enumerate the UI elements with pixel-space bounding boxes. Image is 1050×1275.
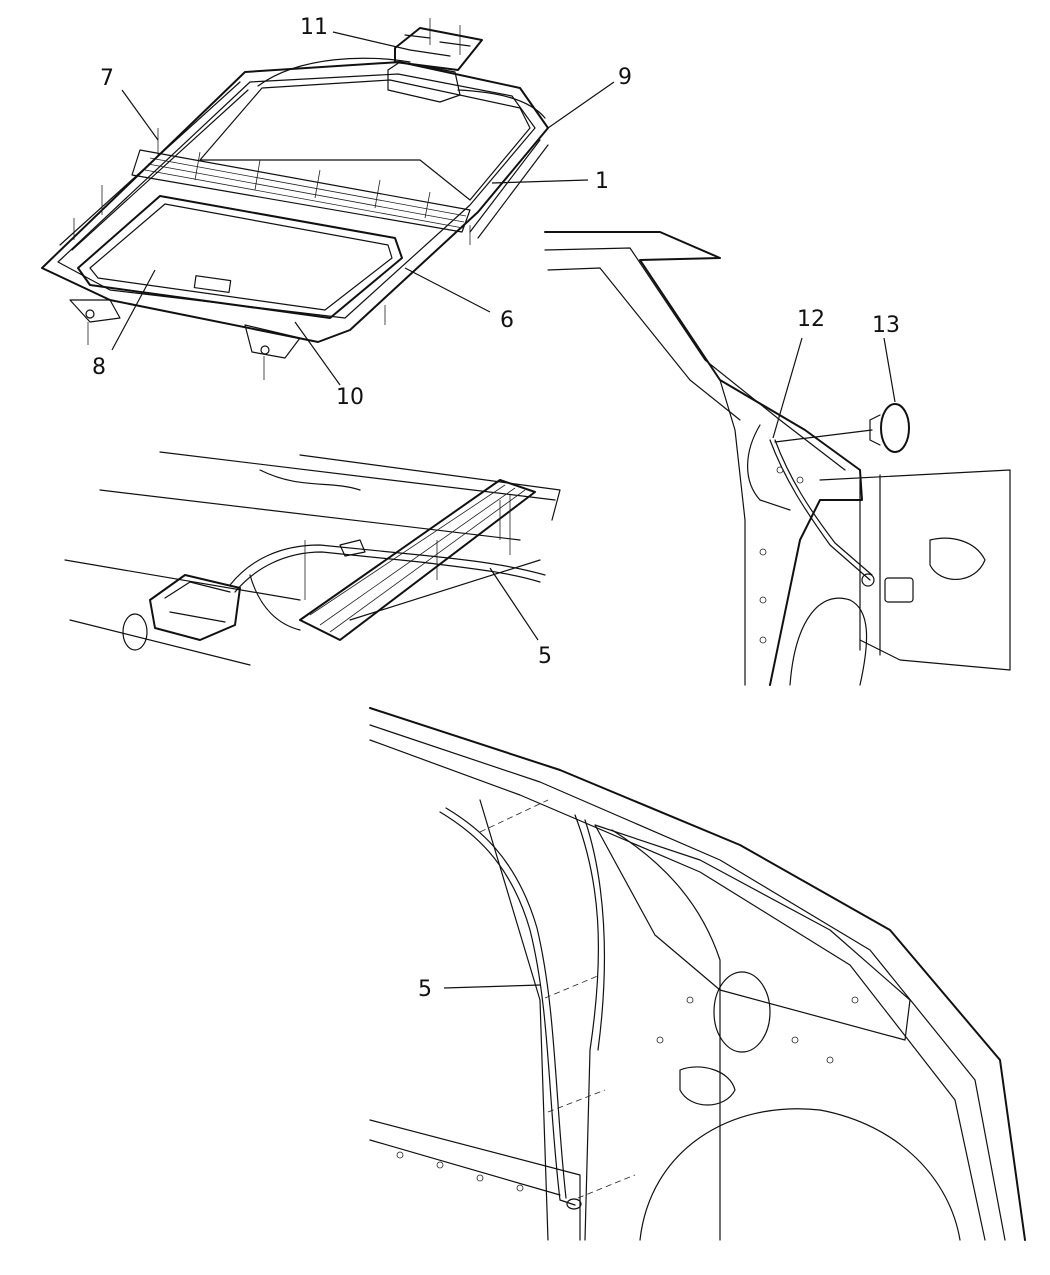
sunroof-module-view <box>41 18 549 380</box>
quarter-drain-hose <box>439 811 576 1206</box>
callout-9: 9 <box>618 65 632 90</box>
cross-member <box>131 149 471 233</box>
quarter-window-opening <box>594 824 911 1041</box>
drain-tube <box>769 439 871 581</box>
roof-rail <box>299 479 536 641</box>
callout-12: 12 <box>797 307 825 332</box>
callout-1: 1 <box>595 169 609 194</box>
callout-5-lower: 5 <box>418 977 432 1002</box>
right-mount-bracket <box>244 324 301 359</box>
front-opening <box>199 79 531 201</box>
drain-hose <box>229 544 546 586</box>
quarter-panel-view <box>369 707 1026 1241</box>
roof-edge <box>369 707 1026 1241</box>
callout-11: 11 <box>300 15 328 40</box>
left-mount-bracket <box>69 299 121 323</box>
frame-drain-tube <box>257 57 546 119</box>
callout-labels: 11 7 9 1 6 8 10 5 12 13 5 <box>92 15 900 1002</box>
callout-5-upper: 5 <box>538 644 552 669</box>
drain-hose-view <box>64 451 561 666</box>
pillar-outer <box>544 231 863 686</box>
inner-panel <box>819 469 1011 671</box>
module-housing <box>149 574 241 641</box>
callout-8: 8 <box>92 355 106 380</box>
drain-grommet <box>774 403 910 453</box>
callout-10: 10 <box>336 385 364 410</box>
wheel-housing <box>639 1108 961 1241</box>
callout-6: 6 <box>500 308 514 333</box>
glass-panel <box>77 195 403 319</box>
wheel-arch <box>789 597 868 686</box>
sunroof-frame <box>41 61 549 343</box>
pillar-drain-view <box>544 231 1011 686</box>
motor-assembly <box>387 18 483 103</box>
callout-13: 13 <box>872 313 900 338</box>
callout-7: 7 <box>100 66 114 91</box>
